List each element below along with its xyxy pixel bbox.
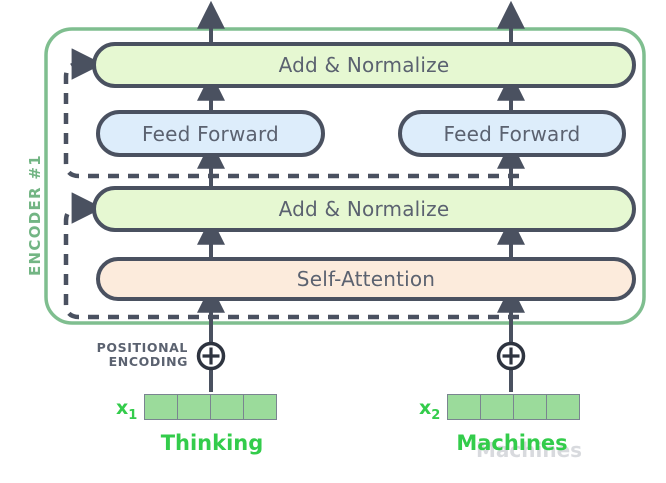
x2-symbol: x <box>419 397 432 419</box>
embedding-row-x2 <box>447 394 580 420</box>
block-feed-forward-left[interactable]: Feed Forward <box>96 110 325 157</box>
x1-symbol: x <box>116 397 129 419</box>
block-add-normalize-bottom[interactable]: Add & Normalize <box>92 186 636 232</box>
input-word-machines-ghost: Machines <box>476 438 583 462</box>
input-word-thinking: Thinking <box>160 431 264 455</box>
block-self-attention[interactable]: Self-Attention <box>96 257 636 301</box>
embedding-cell <box>513 394 547 420</box>
input-word-machines: Machines <box>456 431 568 455</box>
embedding-cell <box>210 394 244 420</box>
residual-connection-lower <box>63 192 519 320</box>
positional-encoding-label: POSITIONAL ENCODING <box>96 341 188 369</box>
residual-connection-upper <box>63 48 519 179</box>
embedding-cell <box>177 394 211 420</box>
positional-encoding-plus-left <box>196 341 226 371</box>
block-add-normalize-top[interactable]: Add & Normalize <box>92 42 636 88</box>
block-feed-forward-right[interactable]: Feed Forward <box>398 110 626 157</box>
x2-subscript: 2 <box>431 407 441 423</box>
encoder-container <box>44 27 646 325</box>
embedding-cell <box>447 394 481 420</box>
embedding-cell <box>243 394 277 420</box>
encoder-label: ENCODER #1 <box>26 153 44 276</box>
embedding-cell <box>144 394 178 420</box>
embedding-cell <box>546 394 580 420</box>
embedding-cell <box>480 394 514 420</box>
positional-encoding-line-2: ENCODING <box>108 354 188 369</box>
x1-subscript: 1 <box>128 407 138 423</box>
input-vector-label-x2: x2 <box>419 397 440 423</box>
input-vector-label-x1: x1 <box>116 397 137 423</box>
positional-encoding-plus-right <box>496 341 526 371</box>
positional-encoding-line-1: POSITIONAL <box>96 340 188 355</box>
embedding-row-x1 <box>144 394 277 420</box>
